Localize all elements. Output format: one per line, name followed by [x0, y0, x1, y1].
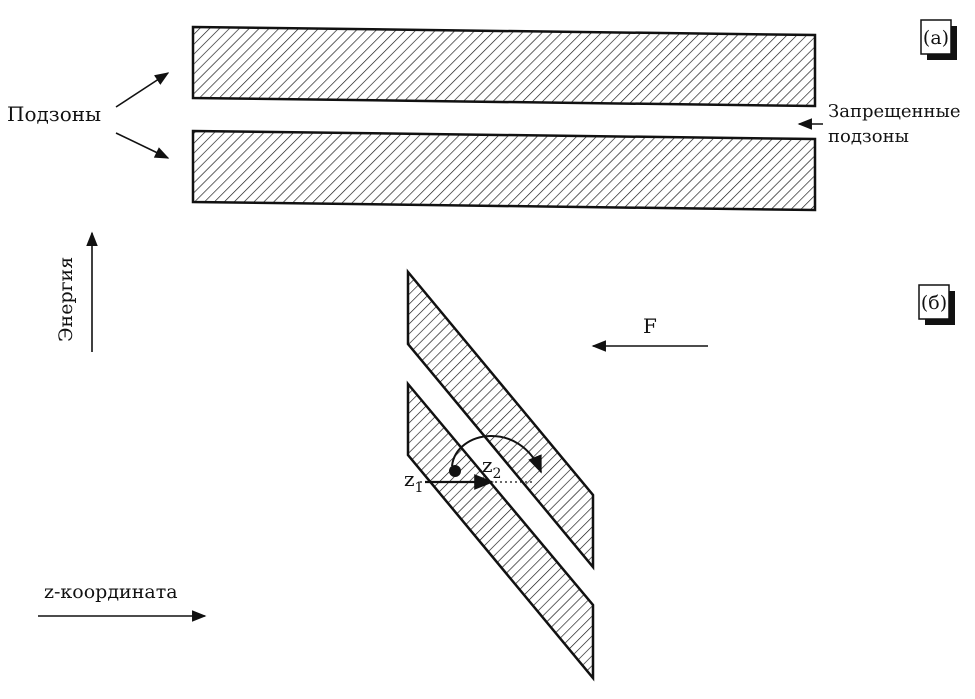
panel-a: (a) Подзоны Запрещенные подзоны	[7, 19, 960, 212]
panel-a-label-box	[920, 19, 952, 55]
field-label: F	[643, 314, 657, 338]
forbidden-label-line2: подзоны	[828, 126, 909, 147]
z-coordinate-label: z-координата	[44, 581, 178, 603]
tunneling-arc-arrow	[451, 435, 542, 474]
energy-label: Энергия	[55, 257, 77, 342]
tilted-upper-subband	[406, 268, 595, 571]
panel-b-label: (б)	[921, 292, 947, 314]
panel-b: (б) F z1 z2	[404, 268, 955, 682]
panel-b-label-box	[918, 284, 950, 320]
lower-subband	[191, 129, 817, 212]
upper-subband	[191, 25, 817, 108]
forbidden-label-line1: Запрещенные	[828, 101, 960, 122]
z2-label: z2	[482, 453, 501, 482]
subbands-arrow-down	[115, 132, 170, 159]
electron	[449, 465, 461, 477]
energy-axis: Энергия	[55, 231, 98, 352]
subbands-label: Подзоны	[7, 102, 101, 126]
z-axis: z-координата	[38, 581, 207, 622]
panel-a-label: (a)	[923, 27, 949, 49]
subbands-arrow-up	[115, 72, 170, 108]
z1-label: z1	[404, 467, 423, 496]
